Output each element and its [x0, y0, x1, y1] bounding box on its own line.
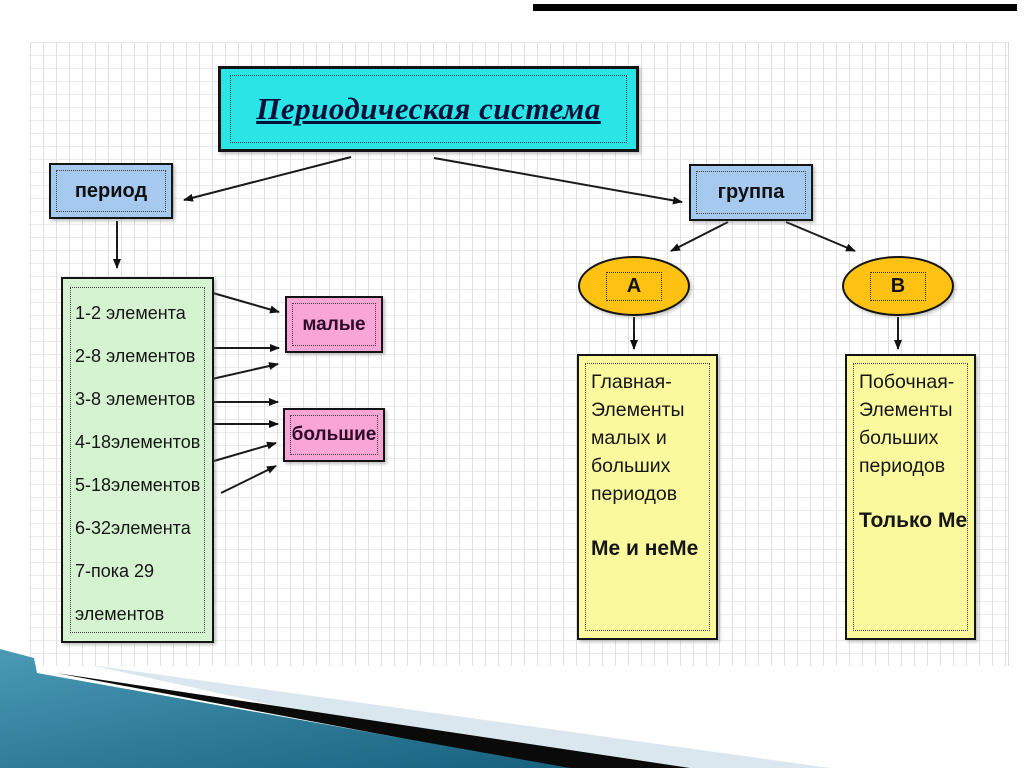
node-period-label: период [74, 179, 148, 202]
main-subgroup-text: Главная- Элементы малых и больших период… [579, 356, 698, 563]
node-group: группа [689, 164, 813, 221]
node-large-label: большие [291, 424, 377, 445]
node-group-a: А [578, 256, 690, 316]
deco-black-stripe [56, 673, 690, 768]
list-item: 6-32элемента [75, 518, 191, 538]
deco-teal-wedge [0, 649, 570, 768]
side-subgroup-text: Побочная- Элементы больших периодов Толь… [847, 356, 967, 535]
list-item: 3-8 элементов [75, 389, 196, 409]
node-small-periods: малые [285, 296, 383, 353]
diagram-title: Периодическая система [256, 91, 601, 126]
node-main-subgroup: Главная- Элементы малых и больших период… [577, 354, 718, 640]
node-period: период [49, 163, 173, 219]
list-item: 1-2 элемента [75, 303, 186, 323]
list-item: 5-18элементов [75, 475, 201, 495]
node-group-b-label: В [869, 271, 927, 301]
top-accent-bar [533, 4, 1017, 11]
node-side-subgroup: Побочная- Элементы больших периодов Толь… [845, 354, 976, 640]
main-subgroup-emphasis: Ме и неМе [591, 537, 699, 560]
list-item: элементов [75, 604, 165, 624]
list-item: 4-18элементов [75, 432, 201, 452]
side-subgroup-emphasis: Только Ме [859, 509, 968, 532]
deco-light-stripe [90, 665, 830, 768]
node-period-list: 1-2 элемента 2-8 элементов 3-8 элементов… [61, 277, 214, 643]
node-group-label: группа [717, 181, 785, 203]
node-large-periods: большие [283, 408, 385, 462]
diagram-title-box: Периодическая система [218, 66, 639, 152]
node-group-a-label: А [605, 271, 663, 301]
period-list-lines: 1-2 элемента 2-8 элементов 3-8 элементов… [63, 279, 200, 636]
list-item: 2-8 элементов [75, 346, 196, 366]
node-group-b: В [842, 256, 954, 316]
node-small-label: малые [302, 313, 366, 335]
list-item: 7-пока 29 [75, 561, 155, 581]
